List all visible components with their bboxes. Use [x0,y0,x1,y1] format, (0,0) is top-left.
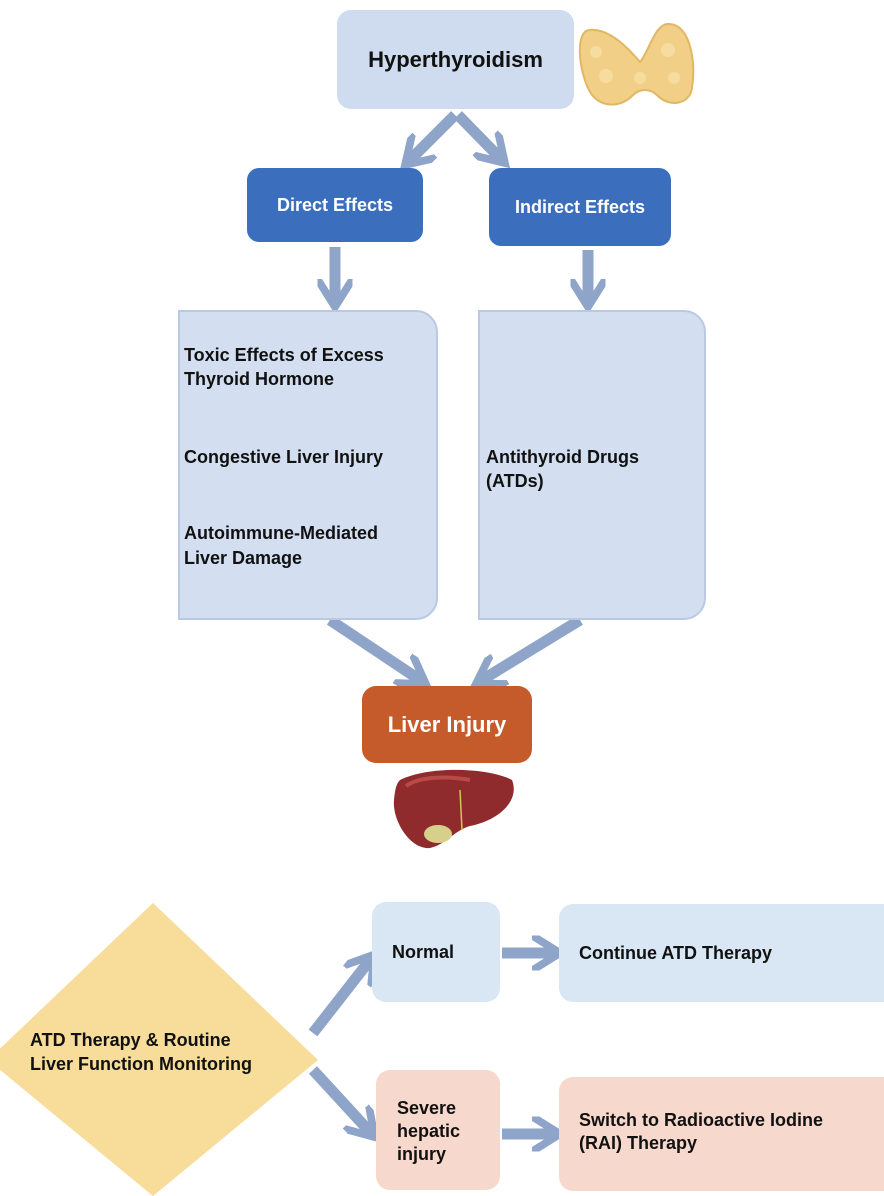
toxic-effects-line1: Toxic Effects of Excess [184,345,384,365]
severe-line3: injury [397,1144,447,1164]
decision-diamond [0,903,318,1196]
diamond-line2: Liver Function Monitoring [30,1054,252,1074]
switch-line2: (RAI) Therapy [579,1133,698,1153]
switch-rai-box: Switch to Radioactive Iodine (RAI) Thera… [559,1077,884,1191]
autoimmune-line1: Autoimmune-Mediated [184,523,379,543]
indirect-effects-label: Indirect Effects [514,196,646,217]
toxic-effects-line2: Thyroid Hormone [184,369,335,389]
congestive-liver-injury: Congestive Liver Injury [184,447,384,467]
indirect-effects-panel [478,310,706,620]
atd-line1: Antithyroid Drugs [486,447,639,467]
normal-label: Normal [392,942,455,962]
thyroid-icon [578,23,695,106]
arrow-to-direct [410,111,459,160]
arrow-left-to-liver [326,615,420,680]
severe-line1: Severe [397,1098,457,1118]
atd-line2: (ATDs) [486,471,544,491]
direct-effects-box: Direct Effects [247,168,423,242]
normal-box: Normal [372,902,500,1002]
direct-effects-panel [178,310,438,620]
autoimmune-line2: Liver Damage [184,548,303,568]
indirect-effects-box: Indirect Effects [489,168,671,246]
arrow-right-to-liver [482,615,583,680]
switch-line1: Switch to Radioactive Iodine [579,1110,824,1130]
direct-effects-label: Direct Effects [276,194,394,215]
continue-atd-box: Continue ATD Therapy [559,904,884,1002]
continue-atd-label: Continue ATD Therapy [579,943,772,963]
arrow-to-indirect [454,111,500,158]
severe-injury-box: Severe hepatic injury [376,1070,500,1190]
liver-injury-label: Liver Injury [387,711,507,737]
hyperthyroidism-label: Hyperthyroidism [368,46,543,72]
liver-injury-box: Liver Injury [362,686,532,763]
diamond-line1: ATD Therapy & Routine [30,1030,231,1050]
liver-icon [393,769,514,849]
arrow-to-normal [308,960,370,1037]
severe-line2: hepatic [397,1121,461,1141]
arrow-to-severe [308,1066,370,1132]
hyperthyroidism-box: Hyperthyroidism [337,10,574,109]
